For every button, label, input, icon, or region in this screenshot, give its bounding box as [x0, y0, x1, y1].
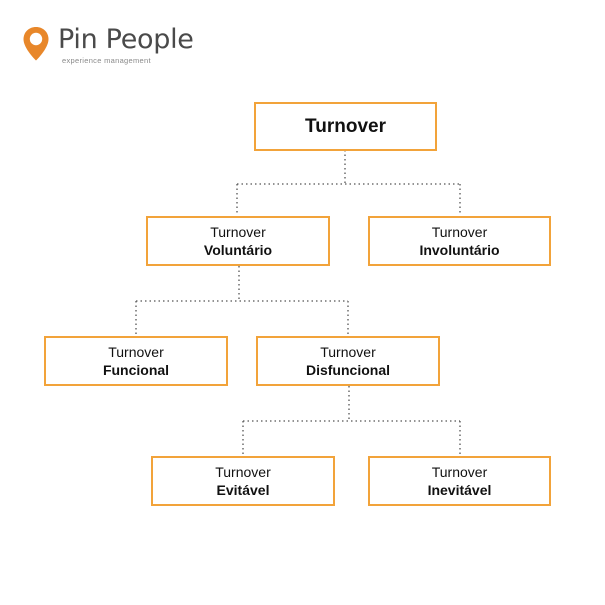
node-turnover-inevitavel: Turnover Inevitável — [368, 456, 551, 506]
node-label: Turnover — [431, 224, 488, 240]
node-label: Turnover — [108, 344, 164, 360]
node-type: Evitável — [216, 482, 270, 498]
node-type: Funcional — [102, 362, 170, 378]
node-type: Inevitável — [427, 482, 492, 498]
node-label: Turnover — [431, 464, 488, 480]
node-turnover-title: Turnover — [305, 115, 386, 137]
node-label: Turnover — [320, 344, 376, 360]
node-type: Voluntário — [203, 242, 273, 258]
brand-tagline: experience management — [62, 56, 151, 65]
node-turnover-disfuncional: Turnover Disfuncional — [256, 336, 440, 386]
connector-voluntary — [135, 266, 349, 336]
node-turnover-evitavel: Turnover Evitável — [151, 456, 335, 506]
node-type: Involuntário — [419, 242, 500, 258]
node-label: Turnover — [210, 224, 266, 240]
connector-root — [236, 150, 461, 215]
node-type: Disfuncional — [305, 362, 390, 378]
brand-name: Pin People — [58, 24, 194, 55]
node-turnover-funcional: Turnover Funcional — [44, 336, 228, 386]
node-turnover: Turnover — [254, 102, 437, 151]
node-turnover-involuntario: Turnover Involuntário — [368, 216, 551, 266]
map-pin-icon — [23, 27, 49, 61]
node-label: Turnover — [215, 464, 271, 480]
node-turnover-voluntario: Turnover Voluntário — [146, 216, 330, 266]
brand-logo: Pin People experience management — [22, 24, 222, 65]
connector-dysfunctional — [242, 386, 461, 456]
